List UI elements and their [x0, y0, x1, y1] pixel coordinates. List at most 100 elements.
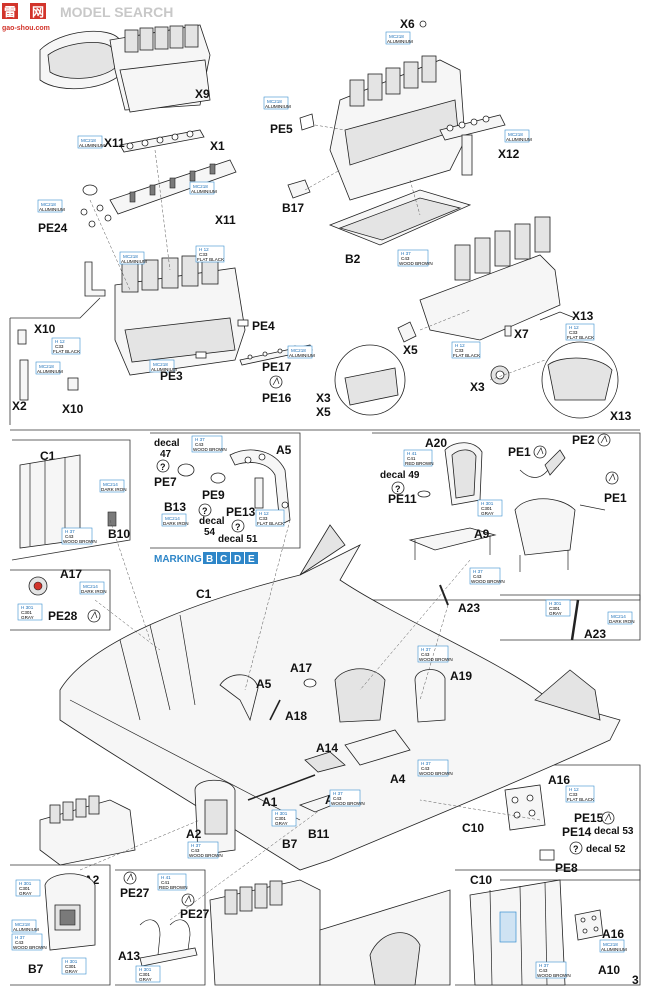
decal-54-word: decal	[199, 516, 225, 527]
svg-text:MC218: MC218	[123, 254, 138, 259]
label-b13: B13	[164, 500, 186, 514]
svg-text:?: ?	[395, 484, 401, 494]
page-number: 3	[632, 973, 639, 987]
marking-box-d	[231, 552, 244, 564]
paint-callout-pe17-aluminium: MC218 ALUMINIUM	[287, 345, 315, 359]
label-c1-main: C1	[196, 587, 212, 601]
paint-callout-pe5-aluminium: MC218 ALUMINIUM	[263, 96, 291, 110]
label-a18: A18	[285, 709, 307, 723]
label-b17: B17	[282, 201, 304, 215]
svg-text:H 37: H 37	[65, 529, 75, 534]
svg-text:DARK IRON: DARK IRON	[609, 619, 635, 624]
svg-text:C43: C43	[65, 534, 74, 539]
paint-callout-pe24-aluminium: MC218 ALUMINIUM	[37, 199, 65, 213]
part-x6	[419, 20, 427, 28]
part-a1-rod	[247, 774, 316, 801]
label-x6: X6	[400, 17, 415, 31]
label-a17-top: A17	[60, 567, 82, 581]
label-pe17: PE17	[262, 360, 292, 374]
paint-callout-a9-wood: H 37 C43 WOOD BROWN	[469, 567, 505, 585]
svg-text:MC218: MC218	[389, 34, 404, 39]
label-x3-top: X3	[470, 380, 485, 394]
bulkhead-a19	[414, 669, 446, 723]
bend-arrow-icon	[601, 811, 615, 825]
label-a5-main: A5	[256, 677, 272, 691]
logo-glyph-left: 雷	[4, 5, 16, 19]
label-pe27-left: PE27	[120, 886, 150, 900]
bend-arrow-icon	[181, 893, 195, 907]
paint-callout-pe3-aluminium: MC218 ALUMINIUM	[149, 359, 177, 373]
rod-a23	[439, 584, 580, 641]
svg-text:C33: C33	[569, 792, 578, 797]
label-a1: A1	[262, 795, 278, 809]
part-pe5	[299, 113, 315, 131]
paint-callout-c1-wood: H 37 C43 WOOD BROWN	[61, 527, 97, 545]
svg-text:MC218: MC218	[153, 362, 168, 367]
svg-text:H 12: H 12	[569, 787, 579, 792]
svg-text:H 41: H 41	[161, 875, 171, 880]
rocker-bar-x11	[119, 129, 205, 153]
svg-text:MC214: MC214	[83, 584, 98, 589]
label-a4: A4	[390, 772, 406, 786]
logo-glyph-right: 网	[32, 5, 44, 19]
svg-text:H 301: H 301	[481, 501, 494, 506]
logo-block-right	[30, 3, 46, 19]
fuselage-frame-c10-detail	[469, 879, 566, 986]
label-pe1-top: PE1	[508, 445, 531, 459]
paint-callout-x1-aluminium: MC218 ALUMINIUM	[189, 181, 217, 195]
label-pe11: PE11	[388, 492, 417, 506]
svg-text:WOOD BROWN: WOOD BROWN	[331, 801, 365, 806]
part-x3-gear	[490, 365, 510, 385]
label-c10-panel: C10	[470, 873, 492, 887]
label-x10-top: X10	[34, 322, 56, 336]
part-a18-rod	[269, 699, 281, 721]
svg-text:C301: C301	[21, 610, 32, 615]
bend-arrow-icon	[605, 471, 619, 485]
label-a13-panel: A13	[118, 949, 140, 963]
svg-text:MC218: MC218	[193, 184, 208, 189]
svg-text:FLAT BLACK: FLAT BLACK	[567, 797, 595, 802]
label-a19: A19	[450, 669, 472, 683]
paint-callout-b7-gray: H 301 C301 GRAY	[61, 957, 87, 975]
engine-block-right-assembled	[419, 216, 561, 341]
svg-text:MC214: MC214	[611, 614, 626, 619]
label-pe8: PE8	[555, 861, 578, 875]
paint-callout-a13panel-gray: H 301 C301 GRAY	[135, 965, 161, 983]
part-x12	[439, 114, 506, 176]
svg-text:DARK IRON: DARK IRON	[81, 589, 107, 594]
part-x10-assembly	[17, 329, 79, 401]
decal-47-number: 47	[160, 449, 172, 460]
paint-callout-a2-aluminium: MC218 ALUMINIUM	[11, 919, 39, 933]
svg-text:C33: C33	[569, 330, 578, 335]
svg-text:FLAT BLACK: FLAT BLACK	[197, 257, 225, 262]
label-a23-right: A23	[584, 627, 606, 641]
svg-text:MC218: MC218	[291, 348, 306, 353]
marking-letter-e: E	[248, 554, 255, 565]
svg-text:ALUMINIUM: ALUMINIUM	[13, 927, 39, 932]
svg-text:C43: C43	[191, 848, 200, 853]
svg-text:H 37: H 37	[401, 251, 411, 256]
label-x10-bottom: X10	[62, 402, 84, 416]
part-x13	[539, 311, 576, 321]
svg-text:C43: C43	[421, 766, 430, 771]
svg-text:FLAT BLACK: FLAT BLACK	[257, 521, 285, 526]
marking-label: MARKING	[154, 554, 202, 565]
label-a20: A20	[425, 436, 447, 450]
svg-text:C301: C301	[275, 816, 286, 821]
svg-text:C33: C33	[199, 252, 208, 257]
svg-text:RED BROWN: RED BROWN	[159, 885, 188, 890]
site-logo: 雷 网 MODEL SEARCH gao-shou.com	[2, 3, 173, 32]
panel-a17-frame	[10, 569, 111, 631]
paint-callout-b13-darkiron: MC214 DARK IRON	[161, 513, 189, 527]
label-a2-main: A2	[186, 827, 202, 841]
paint-callout-x10-aluminium: MC218 ALUMINIUM	[35, 361, 63, 375]
question-mark-icon: ?	[391, 481, 405, 495]
paint-callout-a17-darkiron: MC214 DARK IRON	[79, 581, 107, 595]
label-a17-main: A17	[290, 661, 312, 675]
assembly-guides-bottom	[79, 519, 541, 921]
paint-callout-a13panel-redbrown: H 41 C41 RED BROWN	[157, 873, 188, 891]
decal-47-word: decal	[154, 438, 180, 449]
bend-arrow-icon	[123, 871, 137, 885]
bend-arrow-icon	[597, 433, 611, 447]
label-b10: B10	[108, 527, 130, 541]
